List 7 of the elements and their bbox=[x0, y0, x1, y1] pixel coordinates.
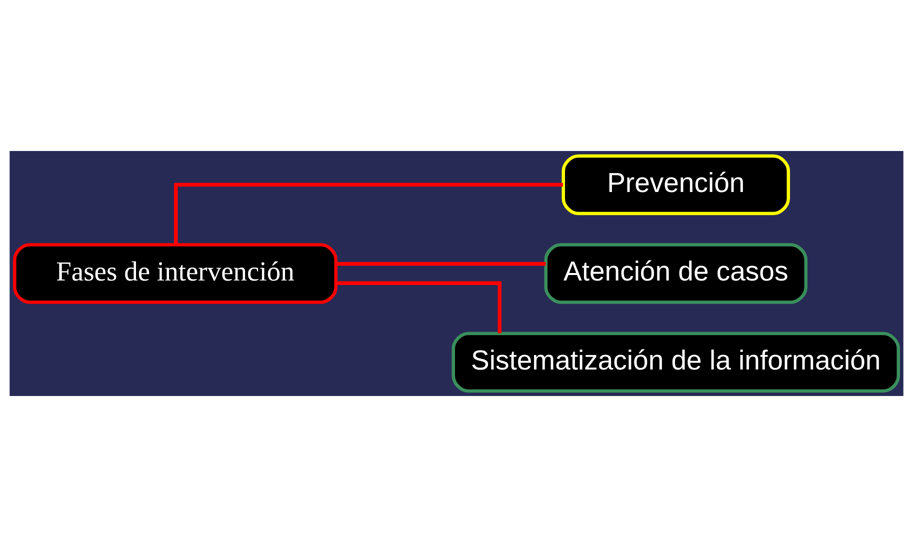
connector bbox=[174, 182, 564, 244]
node-box: Fases de intervención bbox=[13, 242, 338, 304]
connector bbox=[336, 262, 546, 266]
node-box: Atención de casos bbox=[544, 242, 808, 304]
connector bbox=[336, 280, 502, 333]
node-box: Prevención bbox=[562, 154, 790, 215]
node-box: Sistematización de la información bbox=[452, 331, 900, 392]
